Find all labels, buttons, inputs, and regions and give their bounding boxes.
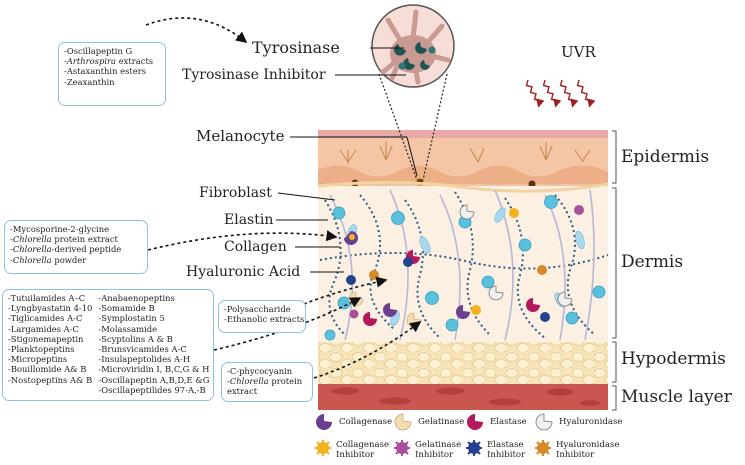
gelatinase-icon [394,413,412,431]
box-item: -Lyngbyastatin 4-10 [8,303,93,314]
box-item: -Brunsvicamides A-C [98,344,187,355]
gelatinase-inhibitor-icon [394,440,410,456]
box-item: -Tutuilamides A–C [8,293,86,303]
box-item: -Symplostatin 5 [98,313,165,324]
box-item: extract [227,386,258,397]
box-item: -Ethanolic extracts [224,314,305,325]
box-item: -Largamides A-C [8,323,79,334]
legend-collagenase: Collagenase [339,417,393,427]
elastase-icon [467,414,483,430]
box-item: -Bouillomide A& B [8,364,87,375]
tyrosinase-zoom [371,4,455,88]
collagenase-inhibitors-box: -Mycosporine-2-glycine -Chlorella protei… [4,220,148,274]
label-pointers [276,47,418,273]
hyaluronic-acid-label: Hyaluronic Acid [186,264,301,280]
box-item: -Planktopeptins [8,344,75,355]
box-item: -Oscillapeptin A,B,D,E &G [98,374,210,385]
zoom-lines [378,73,448,181]
box-item: -Somamide B [98,303,155,314]
hyaluronidase-inhibitors-box: -Polysaccharide -Ethanolic extracts [218,300,306,333]
legend-elastase-inhibitor: Elastase Inhibitor [487,440,526,460]
epidermis-layer [318,130,608,188]
box-item: -Chlorella powder [10,254,87,265]
box-item: -Insulapeptolides A-H [98,354,191,365]
hyaluronidase-inhibitor-icon [535,440,551,456]
legend-hyaluronidase: Hyaluronidase [559,417,623,427]
collagen-label: Collagen [224,239,287,255]
dermis-label: Dermis [621,252,684,272]
legend-collagenase-inhibitor: Collagenase Inhibitor [336,440,390,460]
box-item: -Micropeptins [8,354,68,365]
box-item: -Oscillapeptilides 97-A,-B [98,384,206,395]
muscle-label: Muscle layer [621,387,732,407]
legend-icons [315,413,553,456]
legend-gelatinase: Gelatinase [418,417,465,427]
box-item: -Molassamide [98,323,158,334]
hypodermis-layer [318,342,608,384]
box-item: -C-phycocyanin [227,366,293,376]
box-item: -Oscillapeptin G [64,46,133,56]
tyrosinase-inhibitors-box: -Oscillapeptin G -Arthrospira extracts -… [58,42,166,106]
multi-inhibitors-col1: -Tutuilamides A–C -Lyngbyastatin 4-10 -T… [8,293,92,397]
box-item: -Scyptolins A & B [98,333,173,344]
collagenase-icon [316,414,332,430]
multi-inhibitors-box: -Tutuilamides A–C -Lyngbyastatin 4-10 -T… [2,289,214,401]
fibroblast-label: Fibroblast [199,185,272,201]
elastin-label: Elastin [224,212,274,228]
box-item: -Stigonemapeptin [8,333,84,344]
layer-brackets [612,130,617,411]
epidermis-label: Epidermis [621,147,710,167]
box-item: -Anabaenopeptins [98,293,175,303]
tyrosinase-label: Tyrosinase [252,38,340,57]
box-item: -Arthrospira extracts [64,56,154,67]
tyrosinase-inhibitor-label: Tyrosinase Inhibitor [182,67,326,83]
legend-gelatinase-inhibitor: Gelatinase Inhibitor [415,440,462,460]
box-item: -Chlorella protein [227,376,303,387]
uvr-arrows [525,79,596,108]
dashed-arrows [145,17,422,379]
box-item: -Chlorella protein extract [10,234,118,245]
multi-inhibitors-col2: -Anabaenopeptins -Somamide B -Symplostat… [98,293,209,397]
muscle-layer [318,384,608,410]
hypodermis-label: Hypodermis [621,349,726,369]
gelatinase-inhibitors-box: -C-phycocyanin -Chlorella protein extrac… [221,362,313,402]
legend-elastase: Elastase [490,417,527,427]
elastase-inhibitor-icon [466,440,482,456]
box-item: -Microviridin I, B,C,G & H [98,364,210,375]
box-item: -Polysaccharide [224,304,291,314]
collagenase-inhibitor-icon [315,440,331,456]
box-item: -Astaxanthin esters [64,66,147,77]
hyaluronidase-icon [535,413,553,431]
box-item: -Mycosporine-2-glycine [10,224,110,234]
box-item: -Tiglicamides A-C [8,313,83,324]
dermis-layer [317,180,609,342]
uvr-label: UVR [561,43,596,61]
box-item: -Zeaxanthin [64,76,115,87]
legend-hyaluronidase-inhibitor: Hyaluronidase Inhibitor [556,440,620,460]
melanocyte-label: Melanocyte [196,127,285,145]
box-item: -Nostopeptins A& B [8,374,93,385]
box-item: -Chlorella-derived peptide [10,244,122,255]
